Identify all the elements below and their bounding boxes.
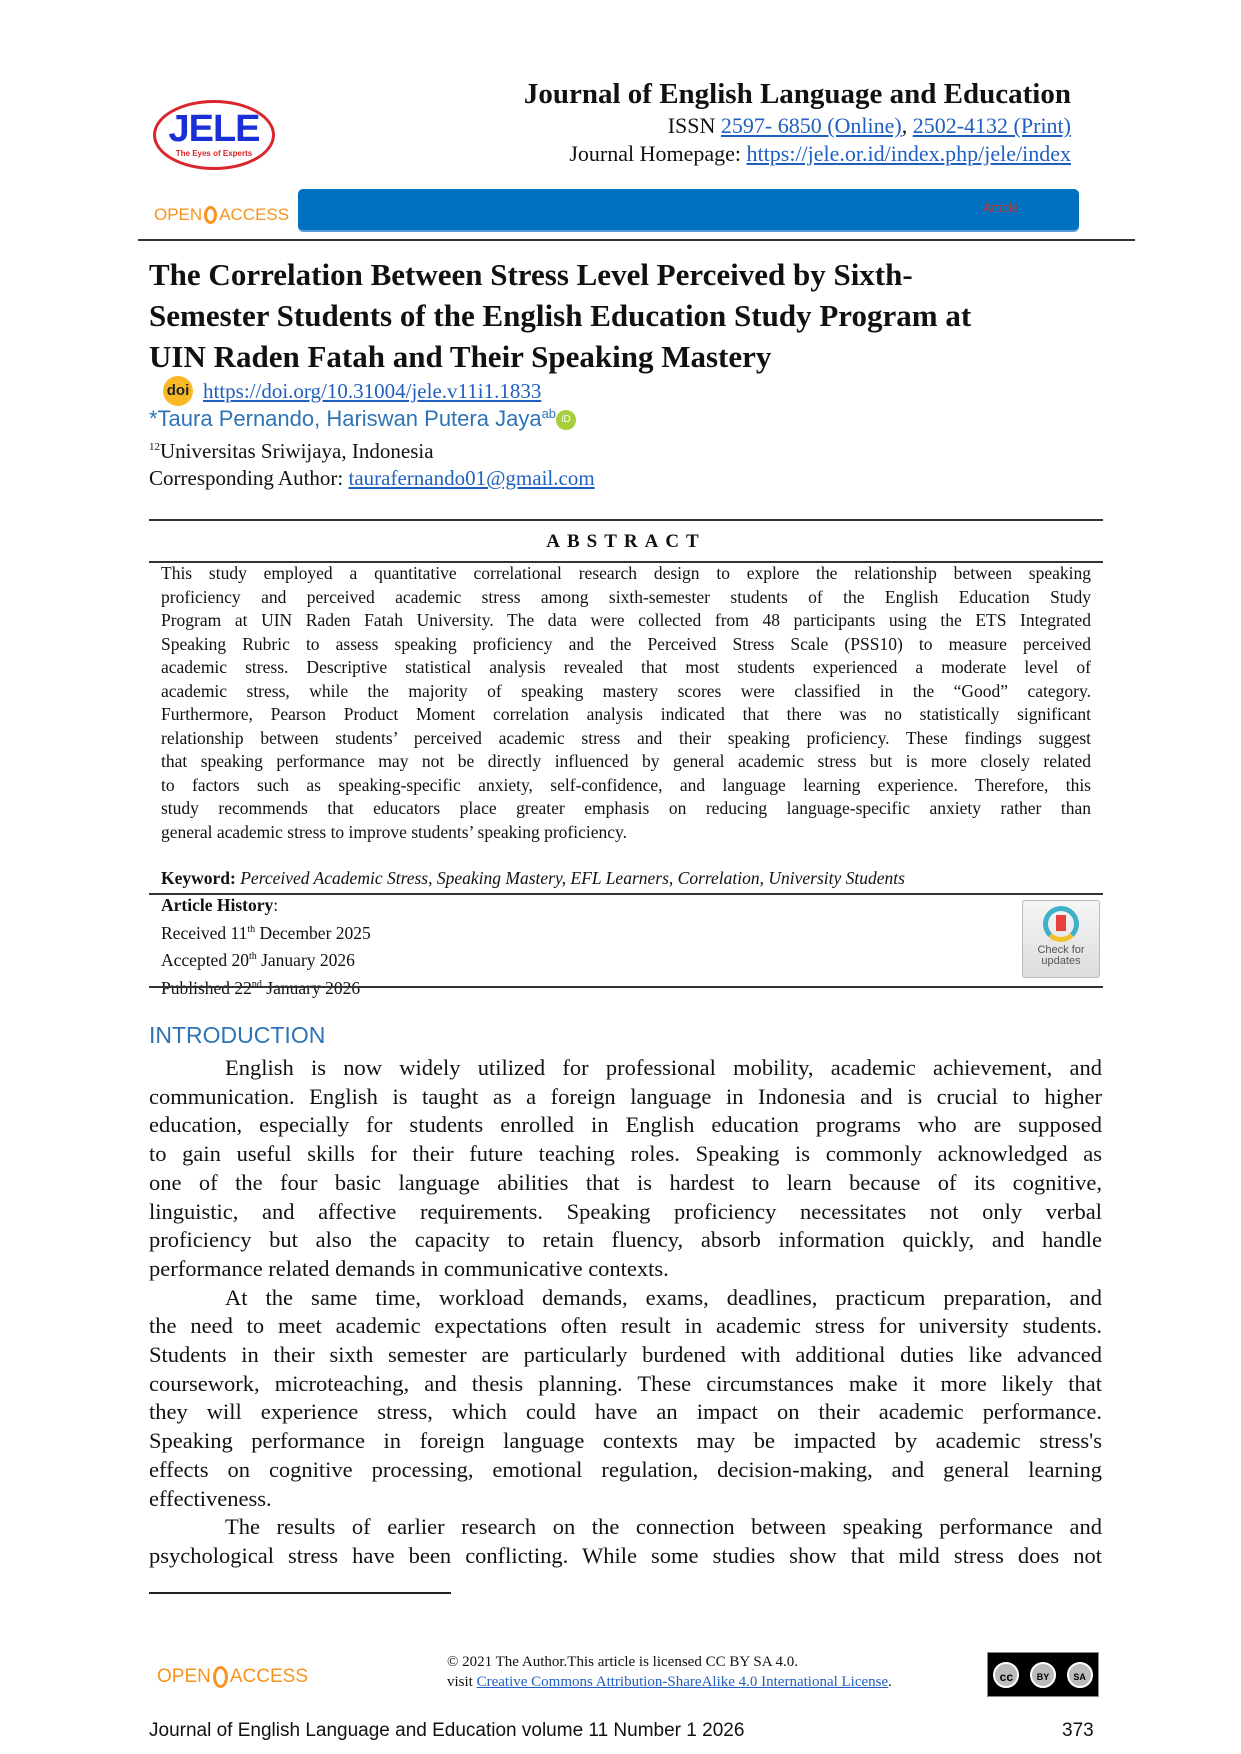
affiliation-superscript: 12 xyxy=(149,441,160,453)
paragraph-line: English is now widely utilized for profe… xyxy=(225,1055,1102,1080)
doi-icon: doi xyxy=(163,376,193,406)
corresponding-email-link[interactable]: taurafernando01@gmail.com xyxy=(348,466,595,490)
license-line: © 2021 The Author.This article is licens… xyxy=(447,1654,798,1670)
check-for-updates-button[interactable]: Check for updates xyxy=(1022,900,1100,978)
history-rule xyxy=(149,986,1103,988)
cc-icon: cc xyxy=(993,1661,1020,1688)
issn-label: ISSN xyxy=(667,113,716,138)
introduction-body: English is now widely utilized for profe… xyxy=(149,1054,1102,1571)
abstract-line: relationship between students’ perceived… xyxy=(161,727,1091,748)
license-notice: © 2021 The Author.This article is licens… xyxy=(447,1654,892,1690)
author-superscript: ab xyxy=(541,406,557,421)
paragraph-line: At the same time, workload demands, exam… xyxy=(225,1284,1102,1310)
keyword-label: Keyword: xyxy=(161,868,236,888)
article-type-bar: Article xyxy=(298,189,1079,230)
keywords: Keyword: Perceived Academic Stress, Spea… xyxy=(161,868,905,889)
orcid-icon[interactable]: iD xyxy=(556,410,577,430)
history-label: Article History xyxy=(161,895,274,915)
jele-logo: JELE The Eyes of Experts xyxy=(153,100,275,170)
footer-journal-info: Journal of English Language and Educatio… xyxy=(149,1720,745,1741)
abstract-line: This study employed a quantitative corre… xyxy=(161,563,1091,583)
corresponding-author: Corresponding Author: taurafernando01@gm… xyxy=(149,466,595,491)
abstract-line: study recommends that educators place gr… xyxy=(161,798,1091,818)
corresponding-label: Corresponding Author: xyxy=(149,466,344,490)
title-line: The Correlation Between Stress Level Per… xyxy=(149,257,913,292)
crossmark-icon xyxy=(1043,906,1079,942)
logo-tagline: The Eyes of Experts xyxy=(175,149,253,158)
abstract-line: proficiency and perceived academic stres… xyxy=(161,586,1091,607)
homepage-label: Journal Homepage: xyxy=(569,141,742,166)
issn-line: ISSN 2597- 6850 (Online), 2502-4132 (Pri… xyxy=(668,113,1071,139)
paragraph-line: they will experience stress, which could… xyxy=(149,1399,1102,1425)
open-label: OPEN xyxy=(154,205,203,224)
abstract-top-rule xyxy=(149,519,1103,521)
paragraph-line: performance related demands in communica… xyxy=(149,1255,669,1281)
keyword-list: Perceived Academic Stress, Speaking Mast… xyxy=(240,868,905,888)
abstract-line: academic stress, while the majority of s… xyxy=(161,680,1091,701)
header-divider xyxy=(138,239,1135,241)
abstract-line: that speaking performance may not be dir… xyxy=(161,751,1091,771)
doi-line: doi https://doi.org/10.31004/jele.v11i1.… xyxy=(163,376,541,406)
open-access-lock-icon xyxy=(212,1666,228,1688)
abstract-line: academic stress. Descriptive statistical… xyxy=(161,657,1091,677)
paragraph-line: the need to meet academic expectations o… xyxy=(149,1313,1102,1339)
abstract-line: to factors such as speaking-specific anx… xyxy=(161,774,1091,795)
affiliation: 12Universitas Sriwijaya, Indonesia xyxy=(149,439,434,464)
doi-link[interactable]: https://doi.org/10.31004/jele.v11i1.1833 xyxy=(203,378,542,403)
page-number: 373 xyxy=(1062,1720,1094,1741)
paragraph-line: to gain useful skills for their future t… xyxy=(149,1141,1102,1167)
abstract-heading-rule xyxy=(149,561,1103,563)
crossmark-line2: updates xyxy=(1041,955,1081,967)
keyword-rule xyxy=(149,893,1103,895)
abstract-line: general academic stress to improve stude… xyxy=(161,821,628,842)
journal-title: Journal of English Language and Educatio… xyxy=(523,78,1071,110)
by-icon: BY xyxy=(1029,1661,1056,1688)
homepage-line: Journal Homepage: https://jele.or.id/ind… xyxy=(569,141,1071,167)
paragraph-line: The results of earlier research on the c… xyxy=(225,1514,1102,1540)
paragraph-line: linguistic, and affective requirements. … xyxy=(149,1198,1102,1224)
homepage-link[interactable]: https://jele.or.id/index.php/jele/index xyxy=(746,141,1071,166)
accepted-date: Accepted 20th January 2026 xyxy=(161,950,355,971)
paragraph-line: education, especially for students enrol… xyxy=(149,1112,1102,1138)
crossmark-line1: Check for xyxy=(1037,944,1085,956)
issn-print-link[interactable]: 2502-4132 (Print) xyxy=(912,113,1071,138)
abstract-line: Speaking Rubric to assess speaking profi… xyxy=(161,633,1091,654)
paragraph-line: effectiveness. xyxy=(149,1485,272,1511)
article-history: Article History: Received 11th December … xyxy=(161,894,371,1000)
introduction-heading: INTRODUCTION xyxy=(149,1022,326,1048)
paragraph-line: psychological stress have been conflicti… xyxy=(149,1542,1102,1568)
title-line: UIN Raden Fatah and Their Speaking Maste… xyxy=(149,339,772,374)
article-type-label: Article xyxy=(982,200,1019,215)
author-names: *Taura Pernando, Hariswan Putera Jaya xyxy=(149,406,542,431)
access-label: ACCESS xyxy=(219,205,290,224)
abstract-line: Furthermore, Pearson Product Moment corr… xyxy=(161,704,1091,724)
issn-separator: , xyxy=(901,113,908,138)
history-colon: : xyxy=(273,895,279,915)
paragraph-line: Students in their sixth semester are par… xyxy=(149,1342,1102,1368)
footnote-rule xyxy=(149,1592,451,1594)
abstract-text: This study employed a quantitative corre… xyxy=(161,562,1091,844)
logo-text: JELE xyxy=(168,108,260,150)
cc-by-sa-badge[interactable]: cc BY SA xyxy=(987,1652,1099,1697)
received-date: Received 11th December 2025 xyxy=(161,922,371,943)
abstract-heading: ABSTRACT xyxy=(546,531,706,552)
sa-icon: SA xyxy=(1066,1661,1093,1688)
affiliation-text: Universitas Sriwijaya, Indonesia xyxy=(160,439,434,463)
abstract-line: Program at UIN Raden Fatah University. T… xyxy=(161,610,1091,630)
open-access-logo: OPEN ACCESS xyxy=(154,205,289,225)
issn-online-link[interactable]: 2597- 6850 (Online) xyxy=(720,113,902,138)
paragraph-line: coursework, microteaching, and thesis pl… xyxy=(149,1370,1102,1396)
license-link[interactable]: Creative Commons Attribution-ShareAlike … xyxy=(476,1674,889,1690)
paragraph-line: effects on cognitive processing, emotion… xyxy=(149,1456,1102,1482)
paragraph-line: proficiency but also the capacity to ret… xyxy=(149,1227,1102,1253)
paragraph-line: one of the four basic language abilities… xyxy=(149,1169,1102,1195)
article-title: The Correlation Between Stress Level Per… xyxy=(149,254,971,377)
open-access-lock-icon xyxy=(204,206,218,224)
title-line: Semester Students of the English Educati… xyxy=(149,298,972,333)
paragraph-line: communication. English is taught as a fo… xyxy=(149,1083,1102,1109)
paragraph-line: Speaking performance in foreign language… xyxy=(149,1428,1102,1454)
